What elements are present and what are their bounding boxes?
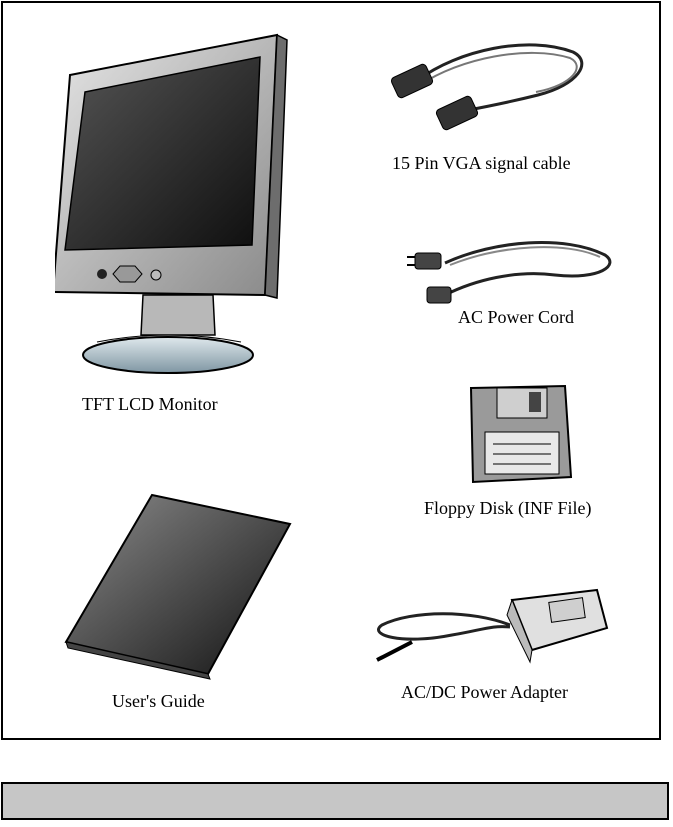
users-guide-icon bbox=[60, 492, 295, 680]
vga-cable-icon bbox=[388, 40, 588, 135]
monitor-caption: TFT LCD Monitor bbox=[82, 394, 218, 414]
floppy-disk-icon bbox=[465, 382, 577, 487]
footer-bar bbox=[1, 782, 669, 820]
users-guide-caption: User's Guide bbox=[112, 691, 205, 711]
power-cord-caption: AC Power Cord bbox=[458, 307, 574, 327]
vga-cable-caption: 15 Pin VGA signal cable bbox=[392, 153, 571, 173]
floppy-disk-caption: Floppy Disk (INF File) bbox=[424, 498, 592, 518]
lcd-monitor-icon bbox=[55, 30, 290, 380]
power-adapter-caption: AC/DC Power Adapter bbox=[401, 682, 568, 702]
power-adapter-icon bbox=[372, 580, 612, 675]
power-cord-icon bbox=[405, 235, 615, 310]
